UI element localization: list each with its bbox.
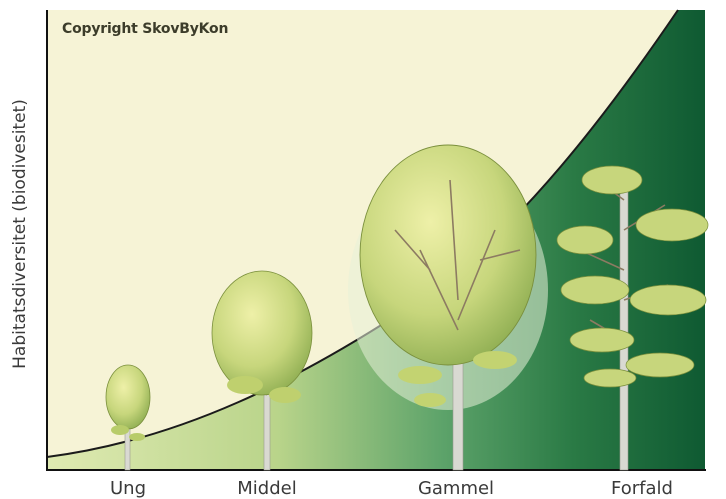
stage-label-decay: Forfald: [611, 478, 673, 499]
stage-label-old: Gammel: [418, 478, 494, 499]
stage-label-young: Ung: [110, 478, 146, 499]
copyright-text: Copyright SkovByKon: [62, 21, 228, 37]
stage-label-middle: Middel: [237, 478, 296, 499]
